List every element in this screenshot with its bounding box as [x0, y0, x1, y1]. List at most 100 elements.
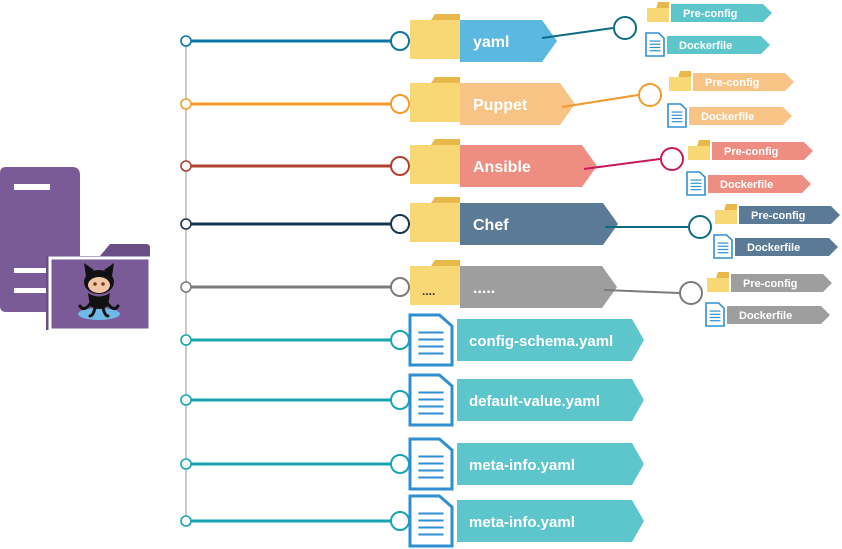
- trunk-node: [180, 281, 192, 293]
- connector-node: [390, 277, 410, 297]
- document-icon: [408, 373, 454, 427]
- trunk-node: [180, 98, 192, 110]
- sub-item-dockerfile: Dockerfile: [686, 171, 811, 196]
- sub-link-node: [679, 281, 703, 305]
- sub-item-label: Dockerfile: [679, 40, 732, 52]
- document-icon: [408, 494, 454, 548]
- trunk-node: [180, 515, 192, 527]
- sub-item-preconfig: Pre-config: [707, 272, 832, 292]
- folder-icon: [410, 77, 460, 122]
- file-tag: [457, 319, 644, 361]
- connector-node: [390, 390, 410, 410]
- folder-icon: [410, 197, 460, 242]
- sub-item-dockerfile: Dockerfile: [713, 234, 838, 259]
- sub-link-node: [660, 147, 684, 171]
- sub-item-label: Dockerfile: [720, 179, 773, 191]
- folder-icon: [715, 204, 737, 224]
- file-label: meta-info.yaml: [469, 457, 575, 474]
- branch-tag: [460, 145, 597, 187]
- sub-tag: [727, 306, 830, 324]
- trunk-node: [180, 218, 192, 230]
- branch-label: Chef: [473, 217, 509, 234]
- sub-item-preconfig: Pre-config: [647, 2, 772, 22]
- file-tag: [457, 379, 644, 421]
- trunk-node: [180, 160, 192, 172]
- document-icon: [645, 32, 665, 57]
- folder-icon: [410, 260, 460, 305]
- folder-icon: [647, 2, 669, 22]
- sub-item-label: Dockerfile: [739, 310, 792, 322]
- octocat-icon: [78, 263, 120, 320]
- sub-link-node: [688, 215, 712, 239]
- connector-node: [390, 454, 410, 474]
- file-tag: [457, 443, 644, 485]
- folder-icon: [707, 272, 729, 292]
- folder-label: ....: [422, 284, 435, 298]
- sub-link-line: [561, 94, 639, 108]
- repository-icon: [0, 167, 152, 332]
- sub-tag: [689, 107, 792, 125]
- file-tag: [457, 500, 644, 542]
- sub-tag: [731, 274, 832, 292]
- branch-tag: [460, 20, 557, 62]
- sub-item-label: Pre-config: [751, 210, 805, 222]
- sub-link-line: [583, 158, 661, 170]
- sub-tag: [708, 175, 811, 193]
- branch-tag: [460, 266, 617, 308]
- sub-tag: [739, 206, 840, 224]
- connector-node: [390, 330, 410, 350]
- sub-tag: [735, 238, 838, 256]
- folder-icon: [688, 140, 710, 160]
- file-label: default-value.yaml: [469, 393, 600, 410]
- document-icon: [408, 313, 454, 367]
- trunk-node: [180, 334, 192, 346]
- sub-item-label: Pre-config: [705, 77, 759, 89]
- document-icon: [713, 234, 733, 259]
- file-2: default-value.yaml: [180, 373, 644, 427]
- branch-label: Ansible: [473, 159, 531, 176]
- branch-tag: [460, 83, 575, 125]
- document-icon: [667, 103, 687, 128]
- sub-item-label: Pre-config: [743, 278, 797, 290]
- sub-item-label: Dockerfile: [701, 111, 754, 123]
- sub-item-label: Pre-config: [683, 8, 737, 20]
- trunk-node: [180, 35, 192, 47]
- folder-icon: [410, 139, 460, 184]
- sub-item-preconfig: Pre-config: [715, 204, 840, 224]
- sub-item-dockerfile: Dockerfile: [667, 103, 792, 128]
- sub-link-line: [603, 289, 680, 294]
- sub-item-dockerfile: Dockerfile: [705, 302, 830, 327]
- file-1: config-schema.yaml: [180, 313, 644, 367]
- file-label: config-schema.yaml: [469, 333, 613, 350]
- sub-link-node: [638, 83, 662, 107]
- sub-item-dockerfile: Dockerfile: [645, 32, 770, 57]
- branch-label: Puppet: [473, 97, 528, 114]
- sub-tag: [693, 73, 794, 91]
- sub-tag: [671, 4, 772, 22]
- trunk-node: [180, 394, 192, 406]
- document-icon: [705, 302, 725, 327]
- sub-item-label: Dockerfile: [747, 242, 800, 254]
- connector-node: [390, 214, 410, 234]
- file-3: meta-info.yaml: [180, 437, 644, 491]
- file-4: meta-info.yaml: [180, 494, 644, 548]
- trunk-node: [180, 458, 192, 470]
- branch-label: .....: [473, 280, 495, 297]
- connector-node: [390, 511, 410, 531]
- sub-tag: [712, 142, 813, 160]
- sub-link-node: [613, 16, 637, 40]
- folder-icon: [410, 14, 460, 59]
- connector-node: [390, 94, 410, 114]
- document-icon: [408, 437, 454, 491]
- document-icon: [686, 171, 706, 196]
- folder-icon: [669, 71, 691, 91]
- connector-node: [390, 31, 410, 51]
- sub-item-preconfig: Pre-config: [688, 140, 813, 160]
- sub-tag: [667, 36, 770, 54]
